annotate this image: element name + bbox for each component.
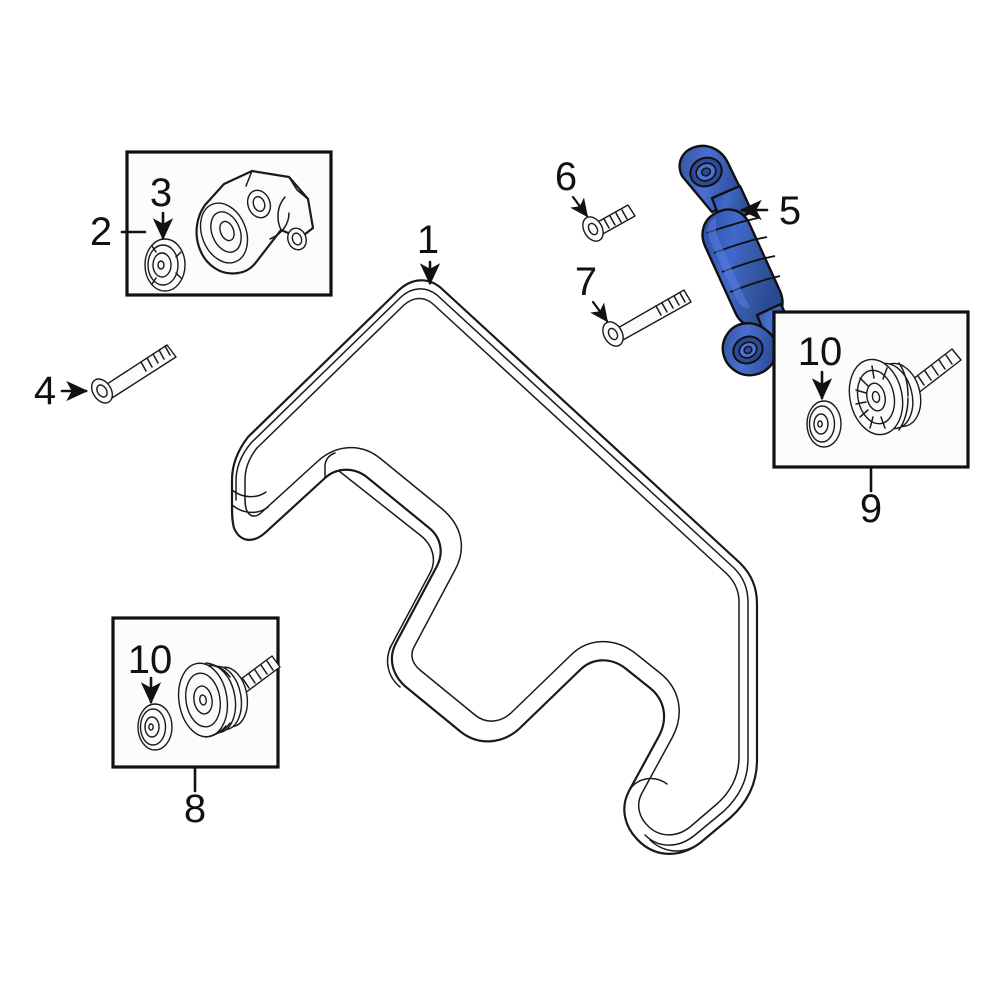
belt-tensioner-bracket — [195, 169, 315, 275]
callout-5-number: 5 — [779, 189, 801, 233]
bolt-long — [602, 289, 692, 347]
mounting-bolt-long — [90, 344, 177, 404]
callout-7-number: 7 — [575, 260, 597, 304]
idler-pulley-cap-box8 — [137, 703, 173, 751]
serpentine-drive-belt — [230, 279, 759, 855]
grooved-idler-pulley-with-bolt — [177, 655, 281, 738]
callout-10-box9-number: 10 — [798, 330, 843, 374]
callout-10-box8-number: 10 — [128, 638, 173, 682]
inset-box-9 — [772, 310, 970, 469]
tensioner-pulley-cap — [144, 238, 186, 292]
callout-6-number: 6 — [555, 155, 577, 199]
callout-9-number: 9 — [860, 487, 882, 531]
callout-8-number: 8 — [184, 787, 206, 831]
hydraulic-belt-tensioner-damper — [678, 144, 793, 377]
callout-2-number: 2 — [90, 210, 112, 254]
callout-3-number: 3 — [150, 171, 172, 215]
callout-7-leader — [590, 300, 609, 323]
callout-4-number: 4 — [34, 369, 56, 413]
callout-6-leader — [570, 195, 589, 218]
smooth-idler-pulley-with-bolt — [848, 348, 962, 436]
bolt-short — [582, 204, 636, 242]
inset-box-8 — [111, 616, 280, 769]
callout-1-number: 1 — [417, 218, 439, 262]
idler-pulley-cap-box9 — [806, 400, 842, 448]
